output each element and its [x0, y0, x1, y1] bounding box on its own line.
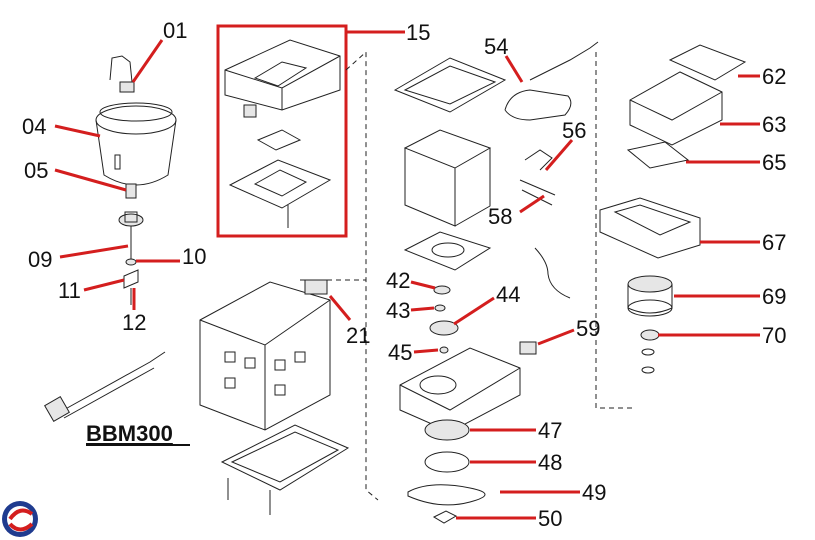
- part-59: [519, 341, 537, 355]
- part-base-plate: [220, 424, 350, 515]
- leader-lines: [54, 30, 760, 520]
- part-62-67-control-panel: [599, 44, 747, 259]
- callout-54: 54: [484, 34, 508, 59]
- callout-21: 21: [346, 323, 370, 348]
- group-15-lid: [216, 24, 348, 238]
- callout-48: 48: [538, 450, 562, 475]
- callout-56: 56: [562, 118, 586, 143]
- callout-10: 10: [182, 244, 206, 269]
- callout-09: 09: [28, 247, 52, 272]
- part-04-bread-pan: [95, 102, 177, 186]
- callout-65: 65: [762, 150, 786, 175]
- callout-05: 05: [24, 158, 48, 183]
- callout-43: 43: [386, 298, 410, 323]
- brand-logo-icon: [2, 501, 38, 537]
- model-label: BBM300: [86, 421, 173, 446]
- part-01-paddle: [109, 55, 135, 93]
- part-47-50-pulley-belt: [407, 419, 486, 524]
- part-69-70-motor: [627, 275, 673, 374]
- callout-12: 12: [122, 310, 146, 335]
- part-54-heater: [504, 41, 599, 121]
- callout-69: 69: [762, 284, 786, 309]
- callout-45: 45: [388, 340, 412, 365]
- callout-67: 67: [762, 230, 786, 255]
- part-chassis: [399, 347, 521, 433]
- callout-70: 70: [762, 323, 786, 348]
- callout-15: 15: [406, 20, 430, 45]
- part-power-cord: [44, 351, 166, 422]
- callout-58: 58: [488, 204, 512, 229]
- callout-44: 44: [496, 282, 520, 307]
- callout-62: 62: [762, 64, 786, 89]
- part-21-outer-housing: [199, 279, 331, 431]
- callout-42: 42: [386, 268, 410, 293]
- callout-49: 49: [582, 480, 606, 505]
- part-chamber: [393, 57, 507, 271]
- callout-63: 63: [762, 112, 786, 137]
- part-05-12-shaft-assembly: [118, 183, 144, 305]
- part-cable: [534, 247, 571, 299]
- callout-04: 04: [22, 114, 46, 139]
- part-56-58-clips: [519, 149, 556, 206]
- callout-11: 11: [58, 278, 81, 303]
- callout-59: 59: [576, 316, 600, 341]
- part-42-45-drive: [429, 285, 459, 354]
- callout-50: 50: [538, 506, 562, 531]
- callout-47: 47: [538, 418, 562, 443]
- callout-01: 01: [163, 18, 187, 43]
